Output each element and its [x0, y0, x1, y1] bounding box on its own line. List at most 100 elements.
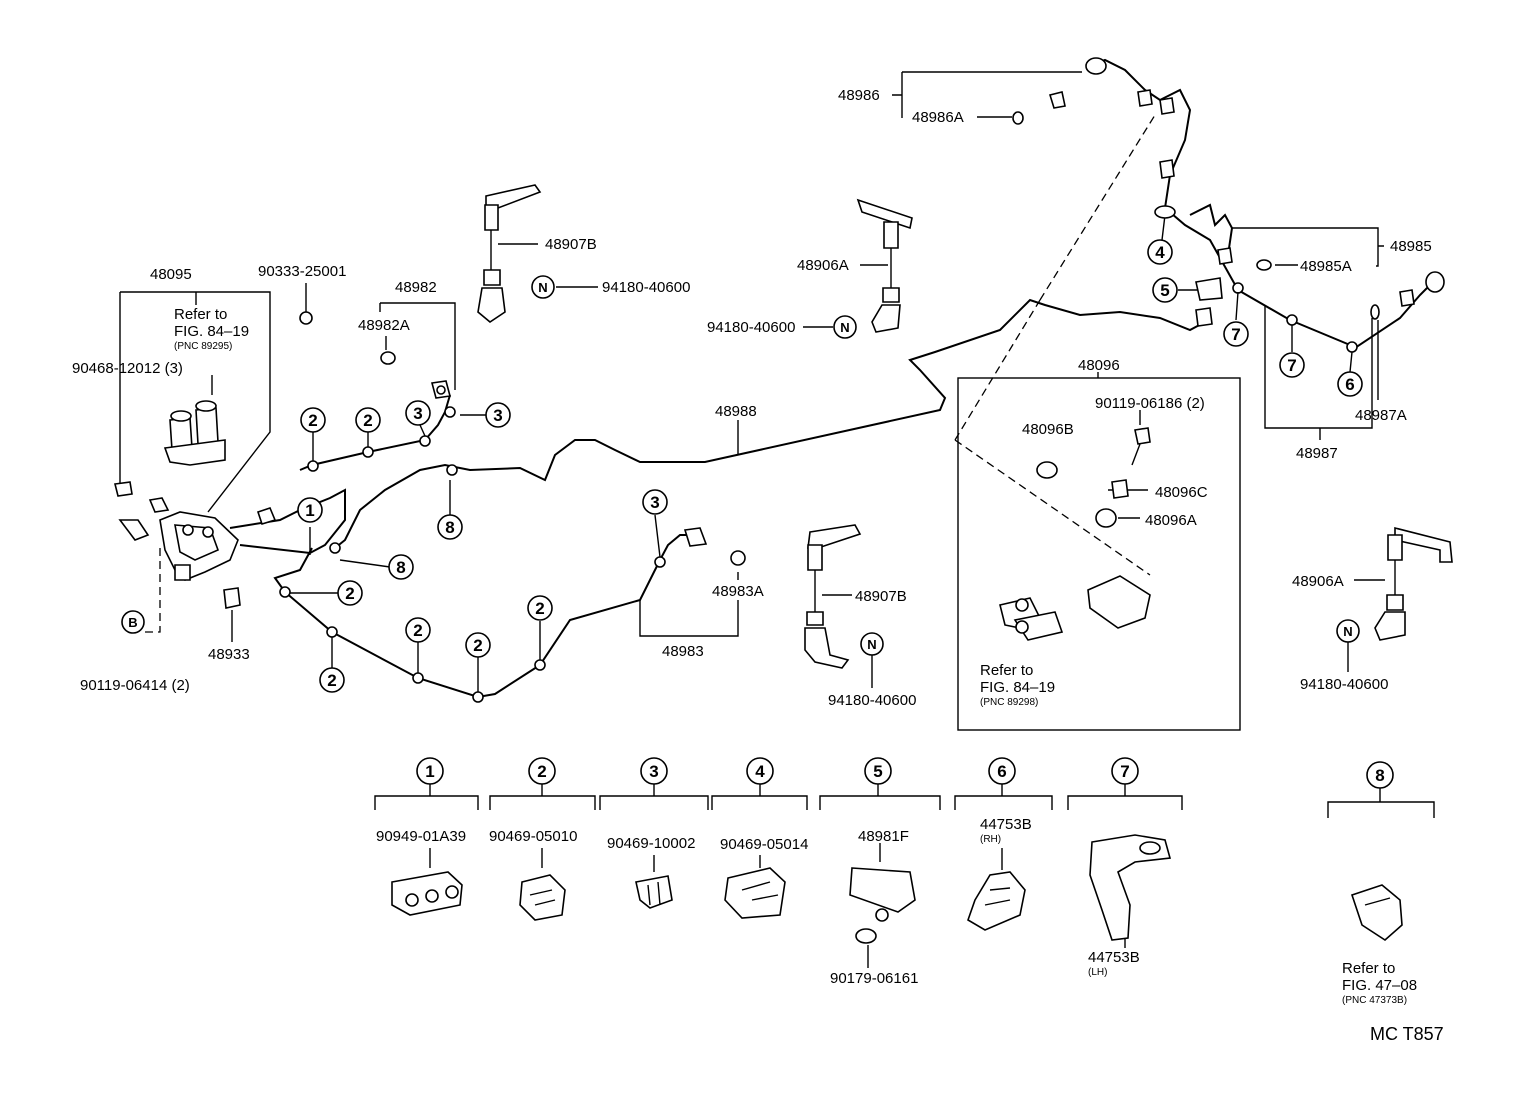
label-48985[interactable]: 48985	[1390, 238, 1432, 255]
svg-text:B: B	[128, 615, 137, 630]
dashed-leader-48986	[1039, 114, 1156, 301]
label-48907B-top[interactable]: 48907B	[545, 236, 597, 253]
svg-text:7: 7	[1287, 356, 1296, 375]
svg-text:3: 3	[649, 762, 658, 781]
svg-text:2: 2	[537, 762, 546, 781]
svg-text:8: 8	[445, 518, 454, 537]
legend-label-1[interactable]: 90949-01A39	[376, 828, 466, 845]
dashed-leader-48096-lower	[954, 439, 1151, 576]
clip-drawing-5	[849, 867, 916, 944]
ref-note-3-pnc: (PNC 47373B)	[1342, 995, 1407, 1006]
svg-text:1: 1	[305, 501, 314, 520]
label-48987[interactable]: 48987	[1296, 445, 1338, 462]
callout-circles: 1 2 2 3 3 8 8 2 2 2 2 2 3 4 5 7 7 6 N N …	[121, 239, 1394, 789]
label-48096A[interactable]: 48096A	[1145, 512, 1197, 529]
callout-4: 4	[1147, 239, 1173, 265]
svg-text:2: 2	[308, 411, 317, 430]
label-94180-40600-mid[interactable]: 94180-40600	[707, 319, 795, 336]
label-48987A[interactable]: 48987A	[1355, 407, 1407, 424]
label-48982[interactable]: 48982	[395, 279, 437, 296]
callout-2: 2	[527, 595, 553, 621]
brake-pipe-lower-48983	[273, 534, 690, 699]
callout-3: 3	[485, 402, 511, 428]
label-94180-40600-bottom[interactable]: 94180-40600	[828, 692, 916, 709]
label-48982A[interactable]: 48982A	[358, 317, 410, 334]
legend-callout-7: 7	[1111, 757, 1139, 785]
label-48906A-top[interactable]: 48906A	[797, 257, 849, 274]
hose-48986-part	[1012, 57, 1176, 219]
sensor-cylinders-upper	[163, 400, 226, 466]
clip-48933-part	[223, 587, 241, 609]
svg-text:N: N	[867, 637, 876, 652]
legend-label-3[interactable]: 90469-10002	[607, 835, 695, 852]
ref-note-1-line2[interactable]: FIG. 84–19	[174, 323, 249, 340]
legend-label-4[interactable]: 90469-05014	[720, 836, 808, 853]
label-48096[interactable]: 48096	[1078, 357, 1120, 374]
label-48985A[interactable]: 48985A	[1300, 258, 1352, 275]
svg-text:6: 6	[1345, 375, 1354, 394]
legend-label-6-note: (RH)	[980, 834, 1001, 845]
label-48096C[interactable]: 48096C	[1155, 484, 1208, 501]
label-94180-40600-top[interactable]: 94180-40600	[602, 279, 690, 296]
valve-assembly-48095	[118, 497, 277, 581]
ref-note-1-pnc: (PNC 89295)	[174, 341, 232, 352]
link-rod-48906A-top	[856, 198, 913, 333]
callout-8: 8	[388, 554, 414, 580]
legend-label-2[interactable]: 90469-05010	[489, 828, 577, 845]
label-48933[interactable]: 48933	[208, 646, 250, 663]
clamp-dot	[1286, 314, 1298, 326]
ref-note-2-line2[interactable]: FIG. 84–19	[980, 679, 1055, 696]
svg-text:2: 2	[327, 671, 336, 690]
label-48906A-right[interactable]: 48906A	[1292, 573, 1344, 590]
callout-3: 3	[405, 400, 431, 426]
pipe-clamp-dots	[279, 282, 1358, 703]
dashed-leader-48096-upper	[954, 299, 1041, 441]
clamp-dot	[446, 464, 458, 476]
marker-n: N	[1336, 619, 1360, 643]
svg-text:5: 5	[873, 762, 882, 781]
callout-7: 7	[1279, 352, 1305, 378]
label-48986[interactable]: 48986	[838, 87, 880, 104]
callout-7: 7	[1223, 321, 1249, 347]
label-48907B-bottom[interactable]: 48907B	[855, 588, 907, 605]
ref-note-3-line1: Refer to	[1342, 960, 1395, 977]
label-48983[interactable]: 48983	[662, 643, 704, 660]
fitting-48982-part	[430, 380, 452, 399]
label-48988[interactable]: 48988	[715, 403, 757, 420]
ref-note-3-line2[interactable]: FIG. 47–08	[1342, 977, 1417, 994]
callout-2: 2	[465, 632, 491, 658]
legend-label-7[interactable]: 44753B	[1088, 949, 1140, 966]
clip-drawing-8	[1350, 884, 1403, 942]
clamp-dot	[534, 659, 546, 671]
label-90468-12012[interactable]: 90468-12012 (3)	[72, 360, 183, 377]
part-labels: 48095 90333-25001 48982 48982A 48907B 94…	[72, 87, 1444, 1044]
cap-90333-part	[299, 311, 313, 325]
svg-text:2: 2	[363, 411, 372, 430]
label-94180-40600-right[interactable]: 94180-40600	[1300, 676, 1388, 693]
legend-label-5-sub[interactable]: 90179-06161	[830, 970, 918, 987]
fitting-48983-part	[683, 527, 708, 547]
callout-3: 3	[642, 489, 668, 515]
callout-2: 2	[405, 617, 431, 643]
legend-label-7-note: (LH)	[1088, 967, 1107, 978]
label-48983A[interactable]: 48983A	[712, 583, 764, 600]
link-rod-48907B-bottom	[804, 524, 862, 669]
legend-callout-8: 8	[1366, 761, 1394, 789]
svg-text:8: 8	[1375, 766, 1384, 785]
brake-pipe-48987	[1164, 207, 1431, 350]
leader-lines	[119, 71, 1435, 968]
label-90119-06414[interactable]: 90119-06414 (2)	[80, 677, 190, 694]
legend-label-5[interactable]: 48981F	[858, 828, 909, 845]
clip-drawing-3	[635, 875, 673, 909]
clamp-dot	[279, 586, 291, 598]
label-48095[interactable]: 48095	[150, 266, 192, 283]
label-48096B[interactable]: 48096B	[1022, 421, 1074, 438]
clamp-dot	[326, 626, 338, 638]
legend-label-6[interactable]: 44753B	[980, 816, 1032, 833]
callout-2: 2	[337, 580, 363, 606]
label-90333-25001[interactable]: 90333-25001	[258, 263, 346, 280]
label-48986A[interactable]: 48986A	[912, 109, 964, 126]
clamp-dot	[472, 691, 484, 703]
label-90119-06186[interactable]: 90119-06186 (2)	[1095, 395, 1205, 412]
svg-text:4: 4	[1155, 243, 1165, 262]
